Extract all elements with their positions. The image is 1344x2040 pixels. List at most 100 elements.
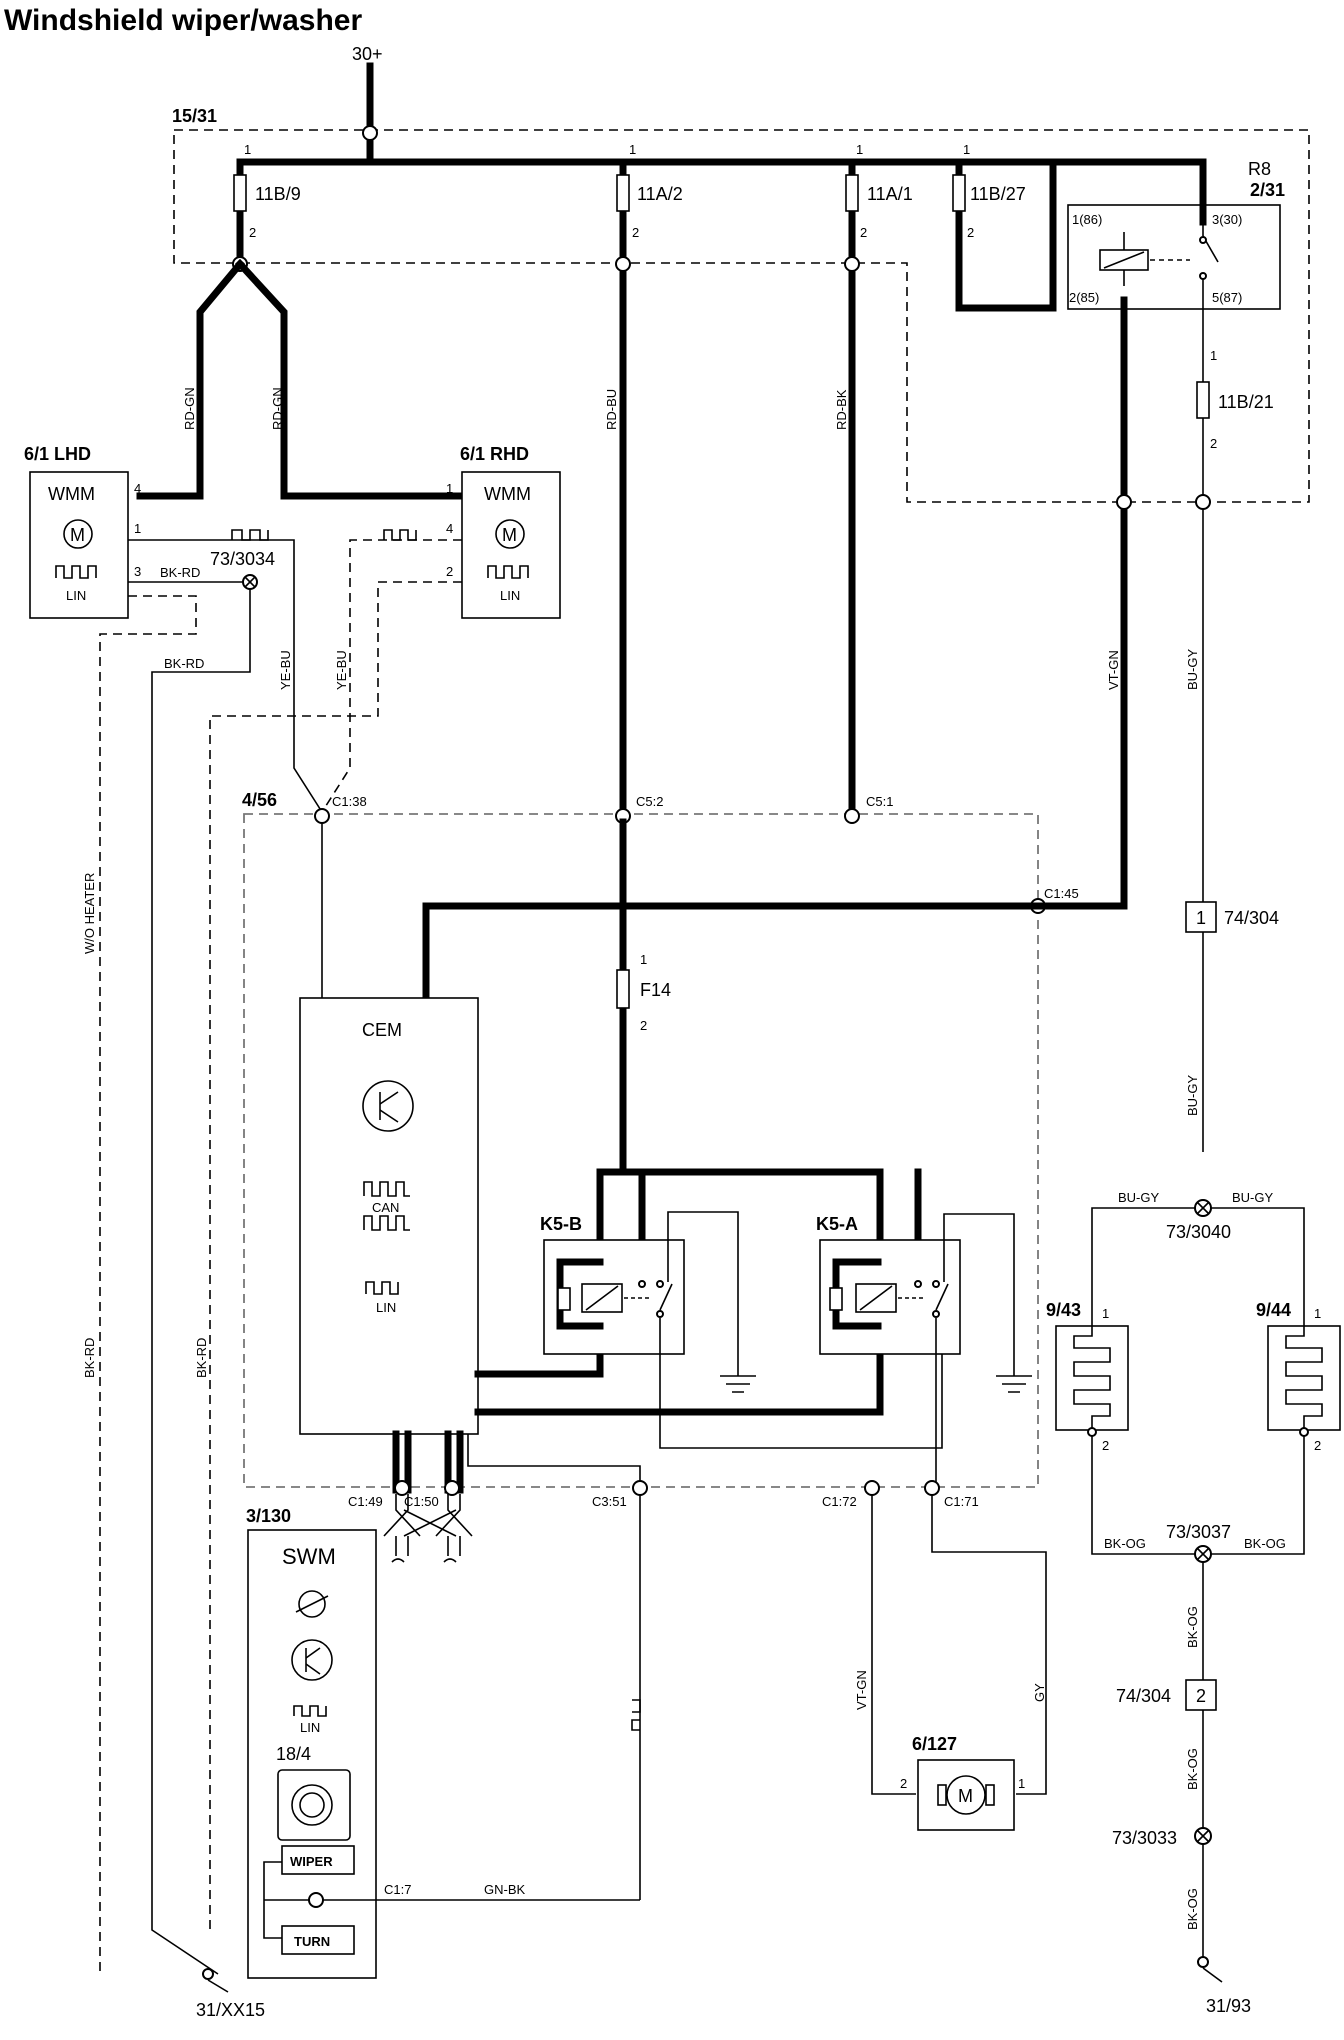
connector-node [444,1480,460,1496]
svg-text:TURN: TURN [294,1934,330,1949]
fuse-label: 11A/1 [867,184,913,204]
ground-node [202,1968,214,1980]
cem-group-id: 4/56 [242,790,277,810]
svg-text:73/3040: 73/3040 [1166,1222,1231,1242]
can-wire-ends [391,1558,457,1563]
wire-bk-og-left [1091,1438,1196,1555]
ground-label: 31/93 [1206,1996,1251,2016]
splice-73-3040: 73/3040 [1166,1199,1231,1242]
svg-text:K5-A: K5-A [816,1214,858,1234]
can-wire-tails [395,1536,461,1556]
wire-gy-pump [931,1494,1047,1795]
lin-signal-icon [631,1699,641,1731]
svg-text:WMM: WMM [48,484,95,504]
svg-text:1: 1 [1210,348,1217,363]
fuse-11b-27: 1 2 11B/27 [952,142,1057,312]
wire-label: BK-OG [1185,1888,1200,1930]
lin-signal-icon [383,529,417,541]
lin-dashed-lhd [99,595,197,1974]
svg-text:M: M [70,525,85,545]
wire-rd-gn-lhd [136,259,245,500]
heater-node [1299,1427,1309,1437]
svg-text:2: 2 [1102,1438,1109,1453]
fuse-11a-1: 1 2 11A/1 [845,142,913,822]
wire-label: BK-OG [1244,1536,1286,1551]
connector-label: C1:50 [404,1494,439,1509]
connector-74-304-pin2 [1185,1679,1217,1711]
can-twisted-pair [383,1494,473,1537]
svg-text:2(85): 2(85) [1069,290,1099,305]
ground-icon [996,1375,1032,1393]
wire-bk-rd-ground [151,588,251,1975]
wire-ye-bu-lhd [128,539,323,813]
wire-label: RD-BU [604,389,619,430]
wire-label: RD-GN [182,387,197,430]
connector-node [924,1480,940,1496]
splice-node [844,256,860,272]
svg-text:1: 1 [856,142,863,157]
washer-pump-motor: 6/127 M 2 1 [900,1734,1025,1831]
svg-text:4: 4 [134,481,141,496]
svg-text:M: M [958,1786,973,1806]
wire-rd-gn-rhd [235,259,466,500]
wire-label: VT-GN [1106,650,1121,690]
connector-74-304-pin1 [1185,901,1217,933]
connector-label: C5:1 [866,794,893,809]
splice-node [1116,494,1132,510]
connector-node [632,1480,648,1496]
splice-73-3037: 73/3037 [1166,1522,1231,1563]
svg-text:2: 2 [446,564,453,579]
svg-text:73/3037: 73/3037 [1166,1522,1231,1542]
connector-node [394,1480,410,1496]
connector-label: C5:2 [636,794,663,809]
svg-text:LIN: LIN [300,1720,320,1735]
wire-label: BK-RD [82,1338,97,1378]
svg-text:9/44: 9/44 [1256,1300,1291,1320]
svg-text:73/3034: 73/3034 [210,549,275,569]
svg-text:18/4: 18/4 [276,1744,311,1764]
svg-text:3(30): 3(30) [1212,212,1242,227]
svg-text:2: 2 [860,225,867,240]
svg-text:2: 2 [967,225,974,240]
svg-text:CEM: CEM [362,1020,402,1040]
svg-text:5(87): 5(87) [1212,290,1242,305]
ground-icon [720,1375,756,1393]
svg-text:LIN: LIN [66,588,86,603]
relay-k5-b: K5-B [540,1214,685,1355]
svg-text:4: 4 [446,521,453,536]
wire-label: YE-BU [334,650,349,690]
wire-bu-gy-left [1091,1207,1195,1320]
connector-label: C1:72 [822,1494,857,1509]
svg-text:6/1 RHD: 6/1 RHD [460,444,529,464]
svg-text:1: 1 [244,142,251,157]
pin: 1 [1196,908,1206,928]
wire-label: YE-BU [278,650,293,690]
svg-text:1(86): 1(86) [1072,212,1102,227]
svg-text:1: 1 [629,142,636,157]
relay-r8: R8 2/31 1(86) 2(85) 3(30) 5(87) [1067,159,1285,310]
relay-k5-a: K5-A [816,1214,961,1355]
wire-label: BK-OG [1104,1536,1146,1551]
wire-label: RD-BK [834,389,849,430]
ground-label: 31/XX15 [196,2000,265,2020]
wire-vt-gn-pump [871,1494,916,1795]
svg-text:SWM: SWM [282,1544,336,1569]
fuse-box-outline [173,129,1310,503]
connector-node [844,808,860,824]
svg-text:1: 1 [1018,1776,1025,1791]
splice-73-3033: 73/3033 [1112,1827,1212,1848]
wire-k5-b-out [659,1318,943,1449]
pin: 1 [640,952,647,967]
fuse-label: 11B/21 [1218,392,1274,412]
wire-label: GN-BK [484,1882,526,1897]
svg-text:CAN: CAN [372,1200,399,1215]
connector-node [864,1480,880,1496]
heater-9-44: 9/44 1 2 [1256,1300,1341,1453]
supply-node [362,125,378,141]
svg-text:1: 1 [963,142,970,157]
supply-label: 30+ [352,44,383,64]
wire-cem-swm [467,1434,641,1490]
connector-label: C1:38 [332,794,367,809]
fuse-box-id: 15/31 [172,106,217,126]
